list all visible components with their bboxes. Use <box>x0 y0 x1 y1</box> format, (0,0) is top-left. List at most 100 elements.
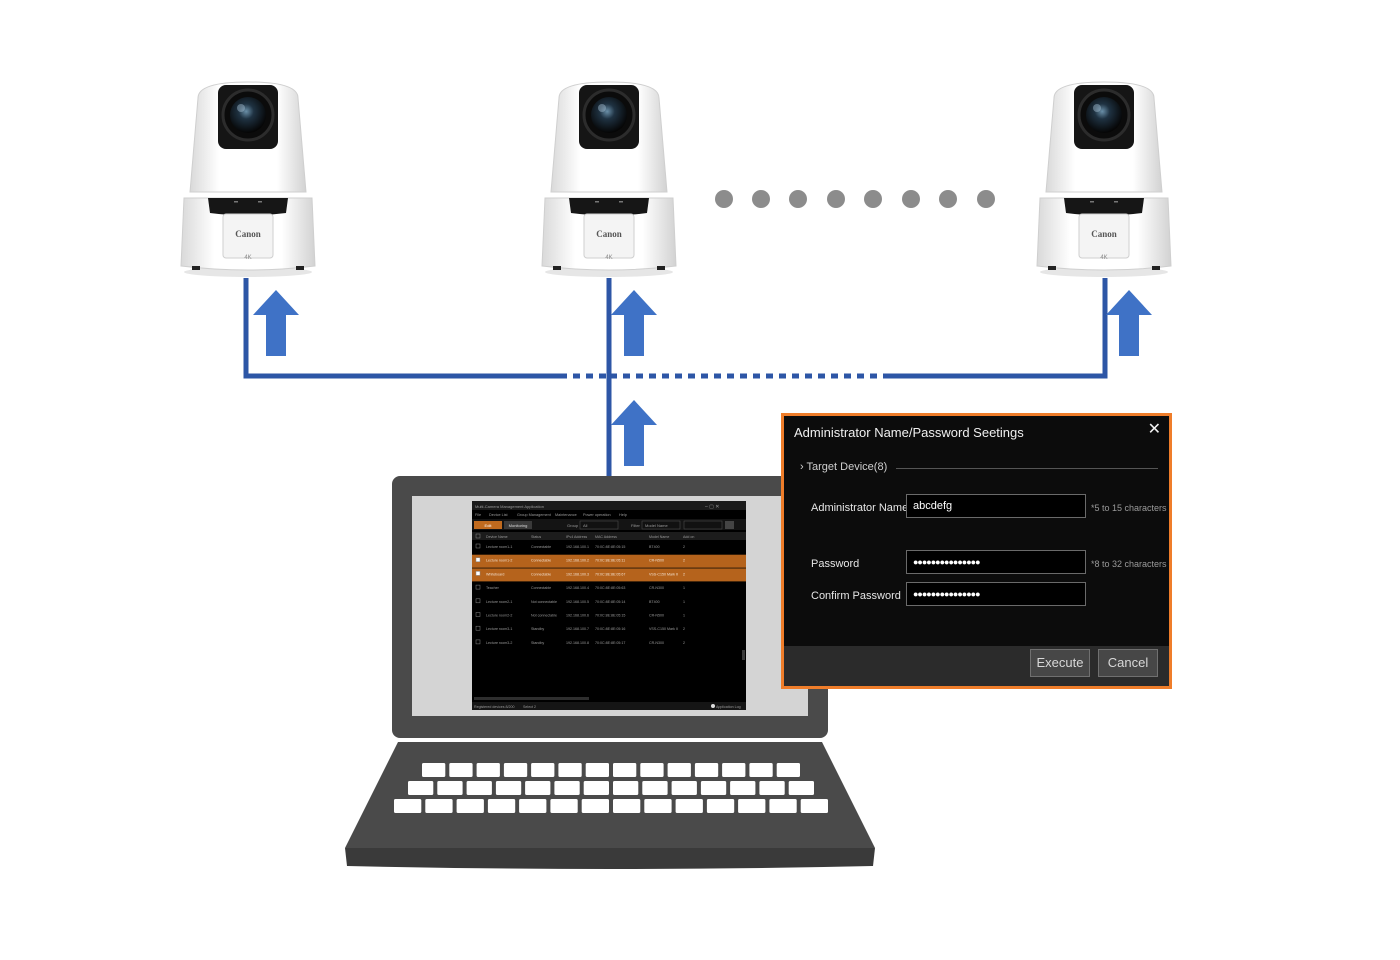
app-menu-item[interactable]: Group Management <box>517 513 552 517</box>
password-label: Password <box>811 558 860 570</box>
app-menu-item[interactable]: File <box>475 513 481 517</box>
app-menu-item[interactable]: Device List <box>489 513 509 517</box>
table-cell: Connectable <box>531 545 551 549</box>
window-controls[interactable]: – ▢ ✕ <box>705 504 719 510</box>
row-checkbox[interactable] <box>475 557 481 562</box>
confirm-password-label: Confirm Password <box>811 590 901 602</box>
table-cell: CR-N500 <box>649 614 664 618</box>
row-checkbox[interactable] <box>475 639 481 645</box>
cancel-button[interactable]: Cancel <box>1098 649 1158 677</box>
keyboard-key <box>519 799 547 813</box>
vertical-scrollbar[interactable] <box>742 650 745 660</box>
keyboard-key <box>644 799 672 813</box>
application-log-link[interactable]: Application Log <box>716 705 741 709</box>
table-column-header[interactable]: MAC Address <box>595 535 617 539</box>
camera-2: Canon 4K <box>540 80 678 279</box>
table-cell: Lecture room3-2 <box>486 641 512 645</box>
camera-3: Canon 4K <box>1035 80 1173 279</box>
table-column-header[interactable]: Add on <box>683 535 694 539</box>
table-cell: 70:0C:8E:8E:05:15 <box>595 614 625 618</box>
confirm-password-input[interactable] <box>906 582 1086 606</box>
table-cell: 2 <box>683 627 685 631</box>
keyboard-key <box>749 763 773 777</box>
group-select[interactable] <box>579 520 619 530</box>
select-all-checkbox[interactable] <box>475 533 481 539</box>
table-cell: VSS-C150 Mark II <box>649 572 678 576</box>
monitoring-mode-button[interactable] <box>504 521 532 529</box>
keyboard-key <box>613 799 641 813</box>
chevron-right-icon: › <box>800 461 804 473</box>
registered-devices-status: Registered devices 8/200 <box>474 705 515 709</box>
camera-3-4k-badge: 4K <box>1100 255 1107 261</box>
info-icon <box>711 704 715 708</box>
row-checkbox[interactable] <box>475 543 481 549</box>
table-cell: Lecture room2-1 <box>486 600 512 604</box>
keyboard-key <box>487 799 516 813</box>
app-menu-item[interactable]: Help <box>619 513 627 517</box>
keyboard-key <box>671 781 697 795</box>
keyboard-key <box>722 763 746 777</box>
horizontal-scrollbar[interactable] <box>474 697 589 700</box>
keyboard-key <box>554 781 580 795</box>
keyboard-key <box>495 781 522 795</box>
filter-select[interactable] <box>641 520 681 530</box>
filter-text-input[interactable] <box>683 520 723 530</box>
app-menu-item[interactable]: Power operation <box>583 513 611 517</box>
table-column-header[interactable]: Status <box>531 535 541 539</box>
keyboard-key <box>640 763 664 777</box>
table-cell: Teacher <box>486 586 500 590</box>
table-cell: Standby <box>531 627 544 631</box>
row-checkbox[interactable] <box>475 612 481 617</box>
keyboard-key <box>759 781 785 795</box>
search-button[interactable] <box>725 521 734 529</box>
keyboard-key <box>425 799 453 813</box>
admin-name-hint: *5 to 15 characters <box>1091 503 1167 513</box>
keyboard-key <box>550 799 578 813</box>
table-cell: VSS-C150 Mark II <box>649 627 678 631</box>
close-icon[interactable]: ✕ <box>1147 421 1161 438</box>
password-hint: *8 to 32 characters <box>1091 559 1167 569</box>
table-column-header[interactable]: Model Name <box>649 535 669 539</box>
app-menu-item[interactable]: Maintenance <box>555 513 577 517</box>
app-title: Multi-Camera Management Application <box>475 504 544 509</box>
keyboard-key <box>788 781 814 795</box>
table-column-header[interactable]: IPv4 Address <box>566 535 587 539</box>
camera-2-brand: Canon <box>596 229 622 239</box>
row-checkbox[interactable] <box>475 625 481 631</box>
password-input[interactable] <box>906 550 1086 574</box>
upload-arrow-icon <box>253 290 299 356</box>
table-cell: Lecture room1-2 <box>486 559 512 563</box>
filter-select-value: Model Name <box>645 523 668 528</box>
keyboard-key <box>613 781 639 795</box>
row-checkbox[interactable] <box>475 584 481 590</box>
execute-button[interactable]: Execute <box>1030 649 1090 677</box>
edit-mode-button[interactable] <box>474 521 502 529</box>
keyboard-key <box>422 763 446 777</box>
target-device-toggle[interactable]: › Target Device(8) <box>800 461 887 473</box>
keyboard-key <box>466 781 492 795</box>
table-column-header[interactable]: Device Name <box>486 535 508 539</box>
keyboard-key <box>437 781 463 795</box>
table-cell: Whiteboard <box>486 572 504 576</box>
row-checkbox[interactable] <box>475 598 481 604</box>
table-cell: Standby <box>531 641 544 645</box>
table-cell: 2 <box>683 641 685 645</box>
target-device-label: Target Device(8) <box>806 461 888 473</box>
table-cell: 192.168.100.1 <box>566 545 589 549</box>
keyboard-key <box>581 799 609 813</box>
admin-name-input[interactable] <box>906 494 1086 518</box>
row-checkbox[interactable] <box>475 571 481 576</box>
table-cell: CR-N300 <box>649 586 664 590</box>
table-cell: 70:0C:8E:8E:05:67 <box>595 572 625 576</box>
keyboard-key <box>700 781 727 795</box>
group-select-value: All <box>583 523 588 528</box>
